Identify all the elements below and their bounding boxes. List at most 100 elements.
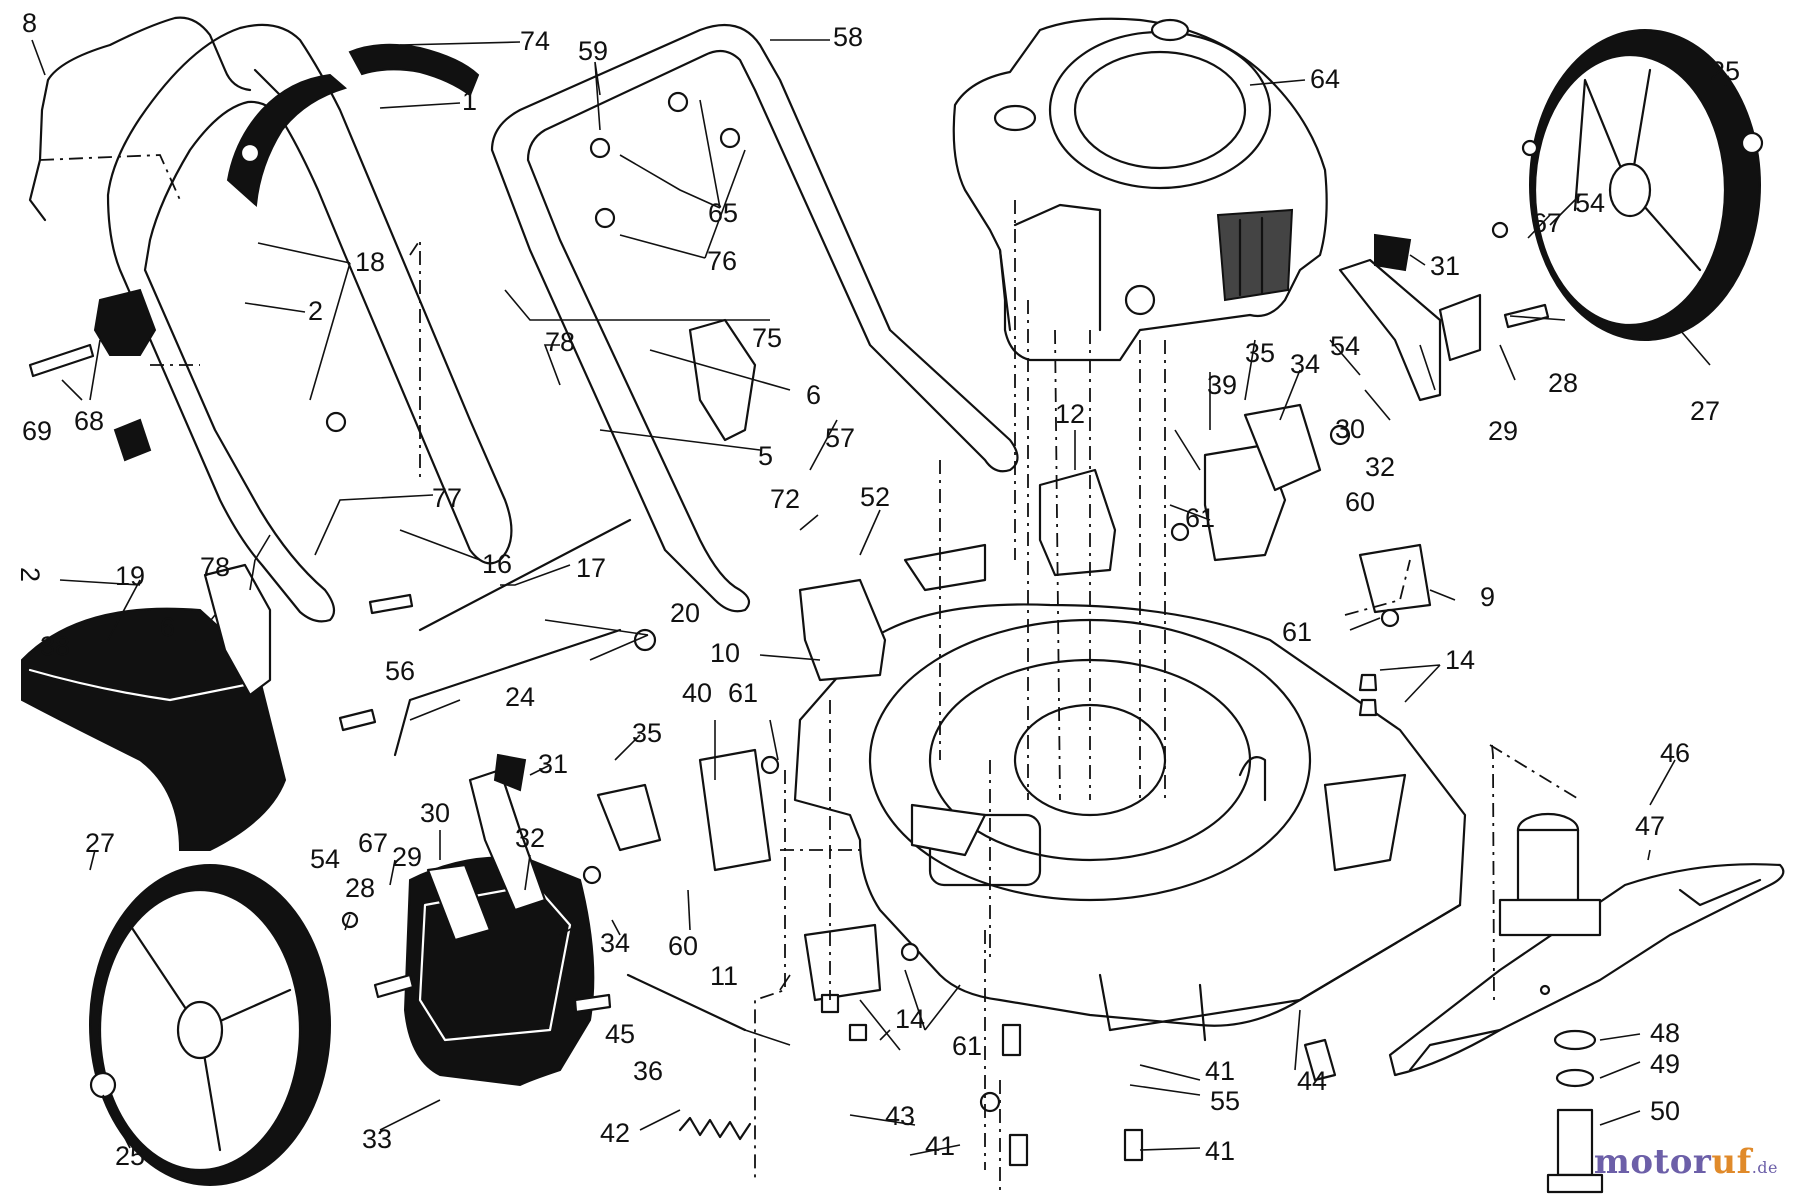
watermark-text-a: motor bbox=[1593, 1142, 1712, 1182]
callout: 36 bbox=[633, 1056, 663, 1086]
callout: 43 bbox=[885, 1101, 915, 1131]
callout: 33 bbox=[362, 1124, 392, 1154]
control-bar bbox=[28, 16, 252, 222]
callout: 18 bbox=[355, 247, 385, 277]
callout: 67 bbox=[358, 828, 388, 858]
callout: 27 bbox=[1690, 396, 1720, 426]
callout: 61 bbox=[1185, 503, 1215, 533]
wheel-left bbox=[89, 864, 331, 1186]
watermark-text-b: uf bbox=[1711, 1142, 1752, 1182]
callout: 30 bbox=[420, 798, 450, 828]
callout: 41 bbox=[1205, 1136, 1235, 1166]
callout: 61 bbox=[728, 678, 758, 708]
callout: 54 bbox=[1575, 188, 1605, 218]
callout: 77 bbox=[432, 483, 462, 513]
assembly-lines bbox=[150, 200, 1581, 1195]
callout: 38 bbox=[40, 631, 70, 661]
hardware bbox=[28, 91, 1550, 1167]
callout: 42 bbox=[600, 1118, 630, 1148]
callout: 34 bbox=[600, 928, 630, 958]
callout: 34 bbox=[1290, 349, 1320, 379]
callout: 61 bbox=[1282, 617, 1312, 647]
height-adjuster-right bbox=[1203, 258, 1482, 562]
callout: 9 bbox=[1480, 582, 1495, 612]
watermark-logo: motoruf.de bbox=[1594, 1142, 1778, 1182]
mower-deck bbox=[793, 603, 1467, 1042]
callout: 78 bbox=[545, 327, 575, 357]
callout: 76 bbox=[707, 246, 737, 276]
callout: 39 bbox=[1207, 370, 1237, 400]
callout: 32 bbox=[515, 823, 545, 853]
callout: 49 bbox=[1650, 1049, 1680, 1079]
callout: 52 bbox=[860, 482, 890, 512]
callout: 31 bbox=[538, 749, 568, 779]
callout: 72 bbox=[770, 484, 800, 514]
leader-lines bbox=[31, 39, 1753, 1156]
mounting-brackets bbox=[798, 468, 1432, 1002]
callout: 25 bbox=[1710, 56, 1740, 86]
lower-handle bbox=[490, 23, 1019, 613]
blade-adapter bbox=[1498, 812, 1602, 937]
wheel-right bbox=[1529, 29, 1764, 341]
callout: 29 bbox=[1488, 416, 1518, 446]
callout: 32 bbox=[1365, 452, 1395, 482]
callout: 2 bbox=[15, 567, 45, 582]
callout: 31 bbox=[1430, 251, 1460, 281]
callout: 27 bbox=[85, 828, 115, 858]
callout: 41 bbox=[1205, 1056, 1235, 1086]
callout: 28 bbox=[1548, 368, 1578, 398]
callout: 28 bbox=[345, 873, 375, 903]
callout: 59 bbox=[578, 36, 608, 66]
callout: 41 bbox=[925, 1131, 955, 1161]
callout: 50 bbox=[1650, 1096, 1680, 1126]
callout: 35 bbox=[1245, 338, 1275, 368]
callout: 8 bbox=[22, 8, 37, 38]
callout: 35 bbox=[632, 718, 662, 748]
callout: 58 bbox=[833, 22, 863, 52]
callout: 69 bbox=[22, 416, 52, 446]
callout: 24 bbox=[505, 682, 535, 712]
callout: 30 bbox=[1335, 414, 1365, 444]
callout: 54 bbox=[310, 844, 340, 874]
callout: 16 bbox=[482, 549, 512, 579]
callout: 20 bbox=[670, 598, 700, 628]
callout: 5 bbox=[758, 441, 773, 471]
callout: 6 bbox=[160, 612, 175, 642]
callout: 14 bbox=[1445, 645, 1475, 675]
engine bbox=[952, 17, 1328, 362]
discharge-cover bbox=[403, 856, 595, 1087]
callout: 46 bbox=[1660, 738, 1690, 768]
callout: 57 bbox=[825, 423, 855, 453]
callout: 44 bbox=[1297, 1066, 1327, 1096]
spring bbox=[678, 1116, 752, 1141]
callout: 60 bbox=[1345, 487, 1375, 517]
callout: 75 bbox=[752, 323, 782, 353]
callout: 40 bbox=[682, 678, 712, 708]
callout: 68 bbox=[74, 406, 104, 436]
callout: 10 bbox=[710, 638, 740, 668]
rear-flap bbox=[21, 607, 287, 851]
watermark-text-c: .de bbox=[1751, 1158, 1778, 1177]
callout: 45 bbox=[605, 1019, 635, 1049]
callout: 47 bbox=[1635, 811, 1665, 841]
callout: 60 bbox=[668, 931, 698, 961]
callout: 12 bbox=[1055, 399, 1085, 429]
callout: 74 bbox=[520, 26, 550, 56]
callout: 55 bbox=[1210, 1086, 1240, 1116]
callout: 1 bbox=[462, 86, 477, 116]
handle-grip bbox=[226, 43, 480, 208]
handle-knobs bbox=[93, 233, 1412, 792]
callout: 25 bbox=[115, 1141, 145, 1171]
blade-bolt-assembly bbox=[1546, 1029, 1604, 1194]
callout: 11 bbox=[710, 961, 738, 991]
rear-axles bbox=[393, 518, 747, 1032]
callout: 67 bbox=[1532, 208, 1562, 238]
callout: 54 bbox=[1330, 331, 1360, 361]
callout-labels: 8 74 1 59 58 64 25 18 2 65 76 31 67 54 6… bbox=[15, 8, 1740, 1171]
callout: 61 bbox=[952, 1031, 982, 1061]
callout: 48 bbox=[1650, 1018, 1680, 1048]
callout: 17 bbox=[576, 553, 606, 583]
callout: 56 bbox=[385, 656, 415, 686]
callout: 2 bbox=[308, 296, 323, 326]
